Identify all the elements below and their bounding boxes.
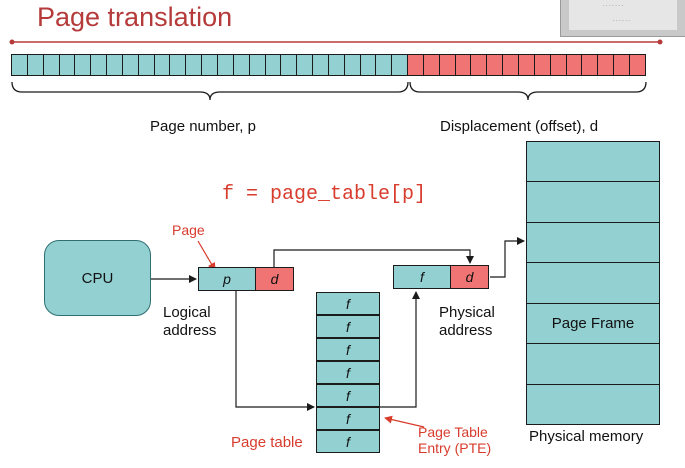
logical-page-field: p (198, 267, 256, 291)
offset-bit-cell (581, 54, 599, 76)
thumbnail-document: · · · · · · · · · · · · · (569, 0, 677, 30)
page-bit-cell (153, 54, 171, 76)
page-table-entry: f (316, 361, 380, 384)
page-bit-cell (343, 54, 361, 76)
page-bit-cell (90, 54, 108, 76)
page-table-entry: f (316, 384, 380, 407)
offset-copy-arrow (273, 249, 474, 268)
physical-f-label: f (420, 269, 424, 285)
page-bit-cell (375, 54, 393, 76)
slide-title: Page translation (37, 2, 233, 32)
offset-bit-cell (597, 54, 615, 76)
page-table-entry: f (316, 315, 380, 338)
offset-bit-cell (628, 54, 646, 76)
physical-address-caption: Physical address (439, 304, 495, 339)
page-bit-cell (216, 54, 234, 76)
page-table-entry-label: f (346, 387, 350, 404)
offset-bit-cell (438, 54, 456, 76)
memory-frame-label: Page Frame (551, 314, 635, 332)
physical-frame-field: f (393, 265, 451, 289)
offset-bit-cell (407, 54, 424, 76)
page-bit-cell (106, 54, 123, 76)
page-bit-cell (26, 54, 44, 76)
offset-bit-cell (549, 54, 567, 76)
page-bit-cell (359, 54, 377, 76)
page-bit-cell (74, 54, 92, 76)
physical-to-memory-arrow (490, 237, 525, 278)
page-bit-cell (201, 54, 218, 76)
memory-frame (526, 262, 660, 304)
page-bit-cell (280, 54, 298, 76)
logical-p-label: p (223, 271, 231, 287)
page-bit-cell (264, 54, 282, 76)
physical-d-label: d (465, 269, 474, 285)
address-bit-bar (11, 54, 646, 76)
page-frame: Page Frame (526, 302, 660, 345)
offset-brace (409, 81, 647, 101)
memory-frame (526, 181, 660, 223)
page-bit-cell (121, 54, 139, 76)
page-number-brace (11, 81, 409, 101)
page-bit-cell (58, 54, 76, 76)
page-table-entry: f (316, 338, 380, 361)
translation-formula: f = page_table[p] (222, 183, 427, 206)
frame-lookup-arrow (380, 291, 420, 408)
page-bit-cell (11, 54, 28, 76)
pte-callout: Page Table Entry (PTE) (418, 424, 492, 456)
page-table-entry-label: f (346, 410, 350, 427)
title-underline-dot-right (657, 39, 663, 45)
page-bit-cell (137, 54, 155, 76)
page-table-entry: f (316, 292, 380, 315)
page-bit-cell (248, 54, 266, 76)
logical-offset-field: d (255, 267, 294, 291)
physical-offset-field: d (450, 265, 489, 289)
offset-bit-cell (486, 54, 504, 76)
page-table-label: Page table (231, 434, 303, 451)
memory-frame (526, 343, 660, 385)
page-bit-cell (391, 54, 409, 76)
page-number-label: Page number, p (150, 118, 256, 135)
page-table-entry-label: f (346, 364, 350, 381)
page-table-entry: f (316, 407, 380, 430)
logical-d-label: d (270, 271, 279, 287)
physical-memory-label: Physical memory (529, 428, 644, 445)
cpu-box: CPU (44, 240, 151, 316)
logical-address-caption: Logical address (163, 304, 217, 339)
page-table-entry-label: f (346, 433, 350, 450)
page-table-entry-label: f (346, 341, 350, 358)
page-callout-arrow (197, 240, 216, 271)
pte-callout-arrow (384, 415, 425, 428)
page-bit-cell (185, 54, 203, 76)
memory-frame (526, 383, 660, 425)
page-bit-cell (312, 54, 329, 76)
offset-bit-cell (613, 54, 630, 76)
page-bit-cell (169, 54, 187, 76)
offset-bit-cell (518, 54, 535, 76)
memory-frame (526, 141, 660, 183)
title-underline-dot-left (9, 39, 15, 45)
page-bit-cell (296, 54, 314, 76)
memory-frame (526, 221, 660, 264)
offset-bit-cell (454, 54, 472, 76)
offset-bit-cell (502, 54, 519, 76)
offset-bit-cell (533, 54, 551, 76)
page-bit-cell (42, 54, 60, 76)
offset-label: Displacement (offset), d (440, 118, 599, 135)
page-callout: Page (172, 222, 205, 238)
offset-bit-cell (565, 54, 583, 76)
page-table-entry-label: f (346, 295, 350, 312)
offset-bit-cell (422, 54, 440, 76)
page-table-entry-label: f (346, 318, 350, 335)
thumbnail-image: · · · · · · · · · · · · · (560, 0, 685, 37)
page-index-arrow (235, 290, 315, 411)
cpu-label: CPU (81, 269, 114, 287)
page-bit-cell (327, 54, 345, 76)
offset-bit-cell (470, 54, 488, 76)
page-table-entry: f (316, 430, 380, 453)
page-bit-cell (232, 54, 250, 76)
